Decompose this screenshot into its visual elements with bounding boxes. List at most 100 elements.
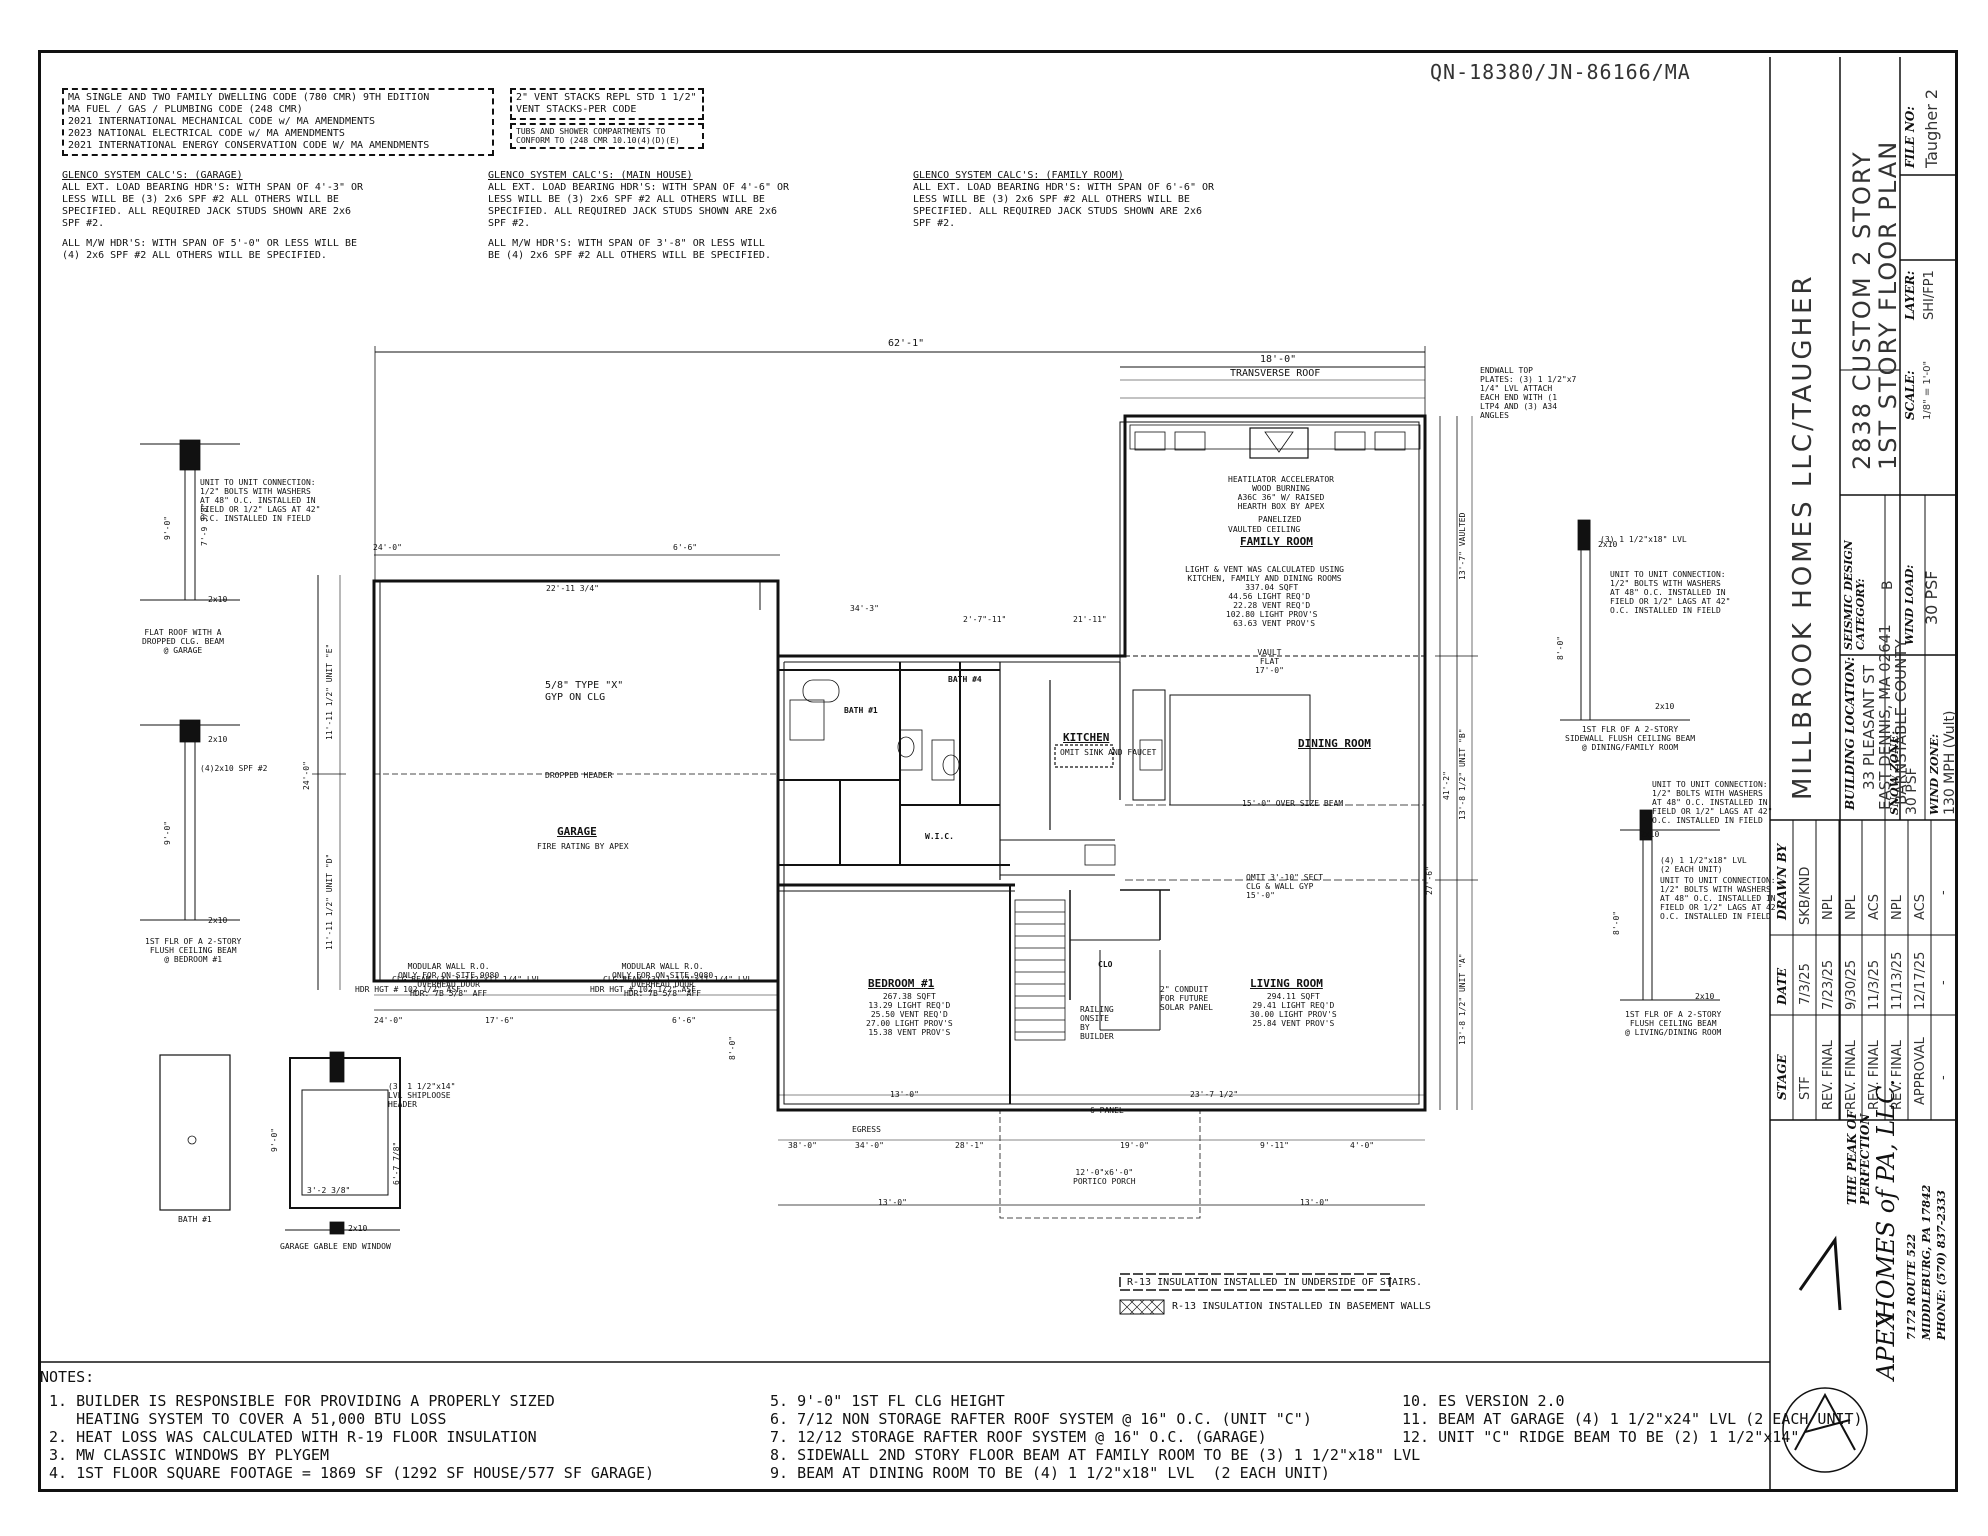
garage-gyp-note: 5/8" TYPE "X" GYP ON CLG <box>545 680 624 703</box>
dropped-header: DROPPED HEADER <box>545 771 613 780</box>
rev-drawn: NPL <box>1821 895 1836 920</box>
notes-column-2: 5. 9'-0" 1ST FL CLG HEIGHT 6. 7/12 NON S… <box>770 1392 1420 1482</box>
glenco-family-room: GLENCO SYSTEM CALC'S: (FAMILY ROOM) ALL … <box>913 170 1214 230</box>
rev-drawn: SKB/KND <box>1798 866 1813 925</box>
panelized-note: PANELIZED <box>1258 515 1302 524</box>
project-title-1: 2838 CUSTOM 2 STORY <box>1848 150 1876 470</box>
glenco-line: LESS WILL BE (3) 2x6 SPF #2 ALL OTHERS W… <box>913 194 1190 205</box>
glenco-line: ALL M/W HDR'S: WITH SPAN OF 5'-0" OR LES… <box>62 238 358 249</box>
seismic-label: SEISMIC DESIGN CATEGORY: <box>1842 540 1867 650</box>
dim: 13'-8 1/2" UNIT "B" <box>1458 728 1467 820</box>
drawing-sheet <box>38 50 1958 1492</box>
dim: 27'-6" <box>1425 866 1434 895</box>
dim: 24'-0" <box>302 761 311 790</box>
apex-phone: PHONE: (570) 837-2333 <box>1935 1190 1948 1340</box>
rev-stage: - <box>1936 1075 1951 1080</box>
modular-note-2: MODULAR WALL R.O. ONLY FOR ON-SITE 9080 … <box>612 962 714 998</box>
note: 1. BUILDER IS RESPONSIBLE FOR PROVIDING … <box>40 1392 555 1410</box>
dim: 9'-11" <box>1260 1141 1289 1150</box>
rev-drawn: NPL <box>1844 895 1859 920</box>
lvl-3: (3) 1 1/2"x18" LVL <box>1600 535 1687 544</box>
unit-conn-left: UNIT TO UNIT CONNECTION: 1/2" BOLTS WITH… <box>200 478 321 523</box>
clg-beam-2: CLG BEAM (3) 1 1/2"x11 1/4" LVL <box>603 975 753 984</box>
dim: 17'-6" <box>485 1016 514 1025</box>
bath1-label: BATH #1 <box>844 706 878 715</box>
glenco-title: GLENCO SYSTEM CALC'S: (FAMILY ROOM) <box>913 170 1124 181</box>
clo-label: CLO <box>1098 960 1113 969</box>
company-name: MILLBROOK HOMES LLC/TAUGHER <box>1788 273 1818 800</box>
note: 9. BEAM AT DINING ROOM TO BE (4) 1 1/2"x… <box>770 1464 1330 1482</box>
note: 4. 1ST FLOOR SQUARE FOOTAGE = 1869 SF (1… <box>40 1464 655 1482</box>
dim: 9'-0" <box>270 1127 279 1152</box>
two-ten: 2x10 <box>208 916 228 925</box>
dim: 11'-11 1/2" UNIT "E" <box>325 643 334 740</box>
job-number: QN-18380/JN-86166/MA <box>1430 60 1691 84</box>
dim: 11'-11 1/2" UNIT "D" <box>325 853 334 950</box>
clg-beam-1: CLG BEAM (3) 1 1/2"x11 1/4" LVL <box>392 975 542 984</box>
notes-column-3: 10. ES VERSION 2.0 11. BEAM AT GARAGE (4… <box>1402 1392 1863 1446</box>
code-line: 2021 INTERNATIONAL MECHANICAL CODE w/ MA… <box>68 116 376 127</box>
rev-stage: REV. FINAL <box>1821 1040 1836 1110</box>
dim: 24'-0" <box>374 1016 403 1025</box>
kitchen-name: KITCHEN <box>1063 731 1110 744</box>
wind-zone-label: WIND ZONE: <box>1928 733 1941 815</box>
heatilator-note: HEATILATOR ACCELERATOR WOOD BURNING A36C… <box>1228 475 1334 511</box>
two-ten: 2x10 <box>208 595 228 604</box>
egress-label: EGRESS <box>852 1125 881 1134</box>
garage-sub: FIRE RATING BY APEX <box>537 842 629 851</box>
glenco-line: (4) 2x6 SPF #2 ALL OTHERS WILL BE SPECIF… <box>62 250 327 261</box>
project-title-2: 1ST STORY FLOOR PLAN <box>1874 139 1902 470</box>
code-line: MA SINGLE AND TWO FAMILY DWELLING CODE (… <box>68 92 430 103</box>
tub-shower-box: TUBS AND SHOWER COMPARTMENTS TO CONFORM … <box>510 123 704 149</box>
kitchen-sub: OMIT SINK AND FAUCET <box>1060 748 1157 757</box>
rev-drawn: ACS <box>1867 894 1882 920</box>
lvl-shiploose: (3) 1 1/2"x14" LVL SHIPLOOSE HEADER <box>388 1082 456 1109</box>
glenco-line: ALL EXT. LOAD BEARING HDR'S: WITH SPAN O… <box>913 182 1215 193</box>
dim: 6'-6" <box>673 543 698 552</box>
scale-label: SCALE: <box>1903 370 1917 420</box>
glenco-line: SPECIFIED. ALL REQUIRED JACK STUDS SHOWN… <box>913 206 1202 217</box>
glenco-line: SPECIFIED. ALL REQUIRED JACK STUDS SHOWN… <box>488 206 777 217</box>
two-ten: 2x10 <box>1695 992 1715 1001</box>
wind-load-value: 30 PSF <box>1922 570 1941 625</box>
dim: 8'-0" <box>1612 910 1621 935</box>
dim: 4'-0" <box>1350 1141 1375 1150</box>
lvl-2: (4) 1 1/2"x18" LVL (2 EACH UNIT) <box>1660 856 1747 874</box>
rev-stage: STF <box>1798 1076 1813 1100</box>
dim: 9'-0" <box>163 820 172 845</box>
omit-sect-note: OMIT 3'-10" SECT CLG & WALL GYP 15'-0" <box>1246 873 1324 900</box>
dim: 13'-8 1/2" UNIT "A" <box>1458 953 1467 1045</box>
two-ten: 2x10 <box>208 735 228 744</box>
note: 12. UNIT "C" RIDGE BEAM TO BE (2) 1 1/2"… <box>1402 1428 1800 1446</box>
tub-line: CONFORM TO (248 CMR 10.10(4)(D)(E) <box>516 136 680 145</box>
dim: 13'-0" <box>890 1090 919 1099</box>
insulation-stairs: R-13 INSULATION INSTALLED IN UNDERSIDE O… <box>1127 1277 1423 1288</box>
glenco-line: ALL M/W HDR'S: WITH SPAN OF 3'-8" OR LES… <box>488 238 765 249</box>
insulation-basement: R-13 INSULATION INSTALLED IN BASEMENT WA… <box>1172 1301 1431 1312</box>
peak-line-2: PERFECTION <box>1858 1113 1872 1205</box>
dim: 34'-3" <box>850 604 879 613</box>
bedroom-name: BEDROOM #1 <box>868 977 935 990</box>
vent-stack-box: 2" VENT STACKS REPL STD 1 1/2" VENT STAC… <box>510 88 704 120</box>
dim: 34'-0" <box>855 1141 884 1150</box>
note: 10. ES VERSION 2.0 <box>1402 1392 1565 1410</box>
railing-note: RAILING ONSITE BY BUILDER <box>1080 1005 1114 1041</box>
dim: 28'-1" <box>955 1141 984 1150</box>
glenco-line: SPF #2. <box>488 218 531 229</box>
glenco-line: SPF #2. <box>913 218 956 229</box>
dim: 9'-0" <box>163 515 172 540</box>
dim: 8'-0" <box>728 1035 737 1060</box>
two-ten: 2x10 <box>1655 702 1675 711</box>
peak-line-1: THE PEAK OF <box>1845 1110 1859 1205</box>
dim: 7'-9 3/8" <box>200 502 209 546</box>
sidewall-detail: 1ST FLR OF A 2-STORY SIDEWALL FLUSH CEIL… <box>1565 725 1696 752</box>
wic-label: W.I.C. <box>925 832 954 841</box>
family-width-dim: 18'-0" <box>1260 354 1297 365</box>
conduit-note: 2" CONDUIT FOR FUTURE SOLAR PANEL <box>1160 985 1213 1012</box>
two-ten: 2x10 <box>348 1224 368 1233</box>
apex-address-1: 7172 ROUTE 522 <box>1905 1233 1918 1340</box>
bath-detail-label: BATH #1 <box>178 1215 212 1224</box>
hdr-hgt-2: HDR HGT # 102 1/2" ASF <box>590 985 696 994</box>
dim: 13'-0" <box>1300 1198 1329 1207</box>
glenco-line: LESS WILL BE (3) 2x6 SPF #2 ALL OTHERS W… <box>488 194 765 205</box>
